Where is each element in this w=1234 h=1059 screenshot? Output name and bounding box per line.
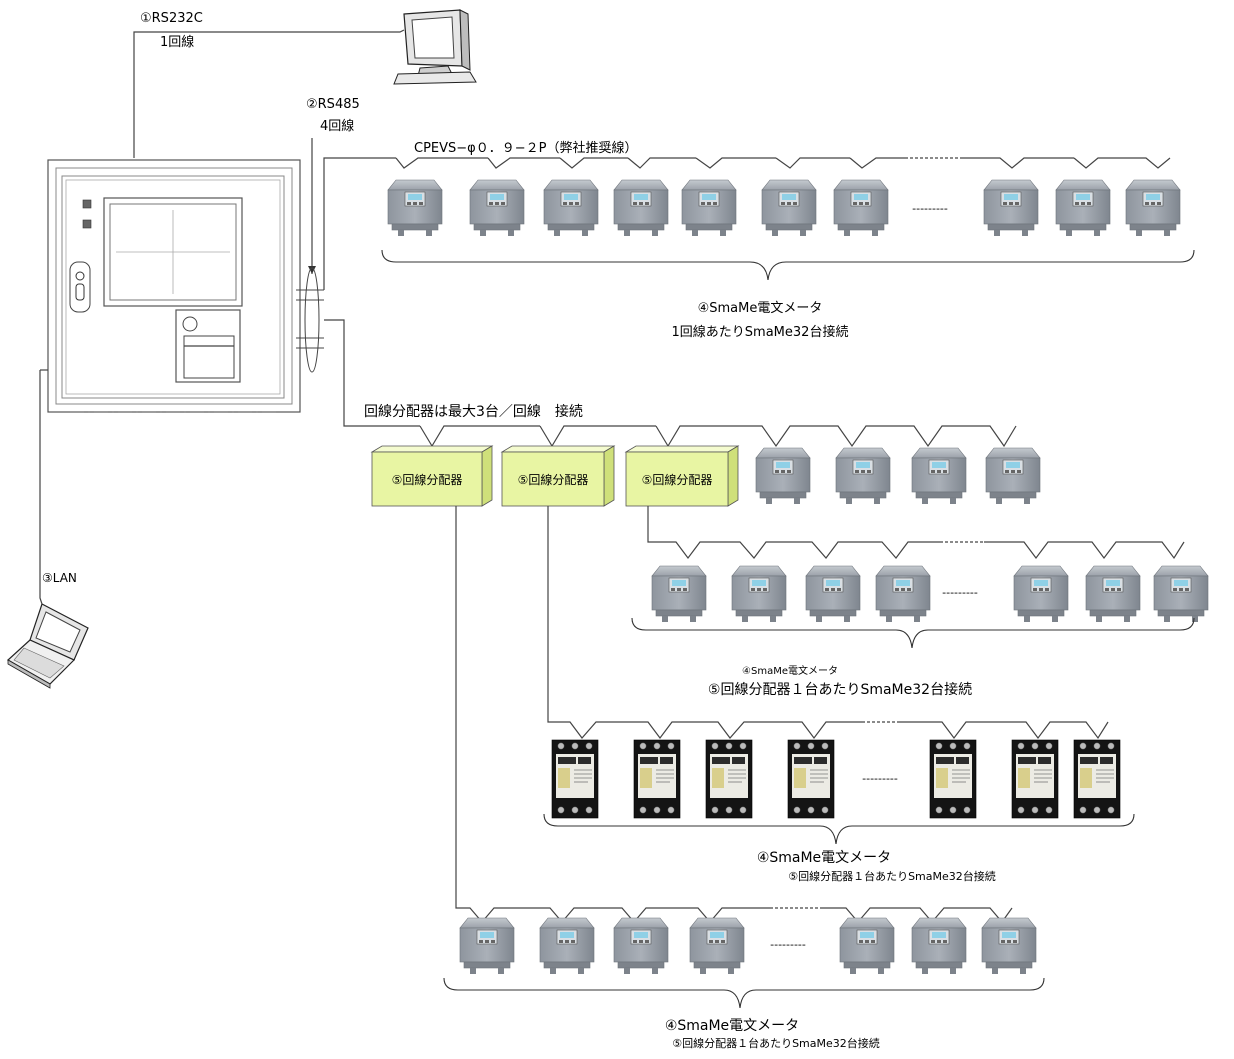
- smart-meter-icon: [875, 565, 931, 623]
- breaker-meter-icon: [929, 739, 977, 819]
- smart-meter-icon: [911, 917, 967, 975]
- smart-meter-icon: [387, 179, 443, 237]
- smart-meter-icon: [1013, 565, 1069, 623]
- breaker-meter-icon: [633, 739, 681, 819]
- meter-row-1: [387, 179, 1181, 237]
- cable-spec-label: CPEVS−φ０．９−２P（弊社推奨線）: [414, 140, 637, 156]
- meter-row-distributor-3: [651, 565, 1209, 623]
- smart-meter-icon: [613, 917, 669, 975]
- distributor-label: ⑤回線分配器: [642, 472, 713, 487]
- breaker-meter-icon: [551, 739, 599, 819]
- smart-meter-icon: [459, 917, 515, 975]
- brace-group-3: [543, 813, 1135, 845]
- rs485-label: ②RS485: [306, 97, 360, 112]
- lan-label: ③LAN: [42, 571, 77, 585]
- smart-meter-icon: [651, 565, 707, 623]
- ellipsis: ---------: [770, 938, 806, 951]
- breaker-meter-icon: [1011, 739, 1059, 819]
- smart-meter-icon: [1125, 179, 1181, 237]
- meter-group-4-subtitle: ⑤回線分配器１台あたりSmaMe32台接続: [672, 1036, 880, 1050]
- distributor-note: 回線分配器は最大3台／回線 接続: [364, 403, 583, 420]
- smart-meter-icon: [731, 565, 787, 623]
- ellipsis: ---------: [912, 202, 948, 215]
- distributor-1: ⑤回線分配器: [370, 445, 494, 507]
- meter-group-2-subtitle: ⑤回線分配器１台あたりSmaMe32台接続: [708, 681, 972, 698]
- rs232c-lines-label: 1回線: [160, 34, 194, 50]
- meter-group-1-subtitle: 1回線あたりSmaMe32台接続: [672, 324, 849, 340]
- rs485-line-1: [323, 157, 1171, 290]
- smart-meter-icon: [689, 917, 745, 975]
- smart-meter-icon: [985, 447, 1041, 505]
- smart-meter-icon: [1153, 565, 1209, 623]
- rs485-lines-label: 4回線: [320, 118, 354, 134]
- rs232c-label: ①RS232C: [140, 11, 203, 26]
- distributor-3: ⑤回線分配器: [624, 445, 740, 507]
- distributor-label: ⑤回線分配器: [392, 472, 463, 487]
- controller-panel: [47, 159, 301, 413]
- smart-meter-icon: [911, 447, 967, 505]
- monitor-icon: [393, 9, 477, 85]
- lan-line: [39, 369, 48, 605]
- rs232c-line: [133, 29, 405, 158]
- meter-row-distributor-1: [459, 917, 1037, 975]
- smart-meter-icon: [755, 447, 811, 505]
- smart-meter-icon: [1085, 565, 1141, 623]
- distributor-2: ⑤回線分配器: [500, 445, 616, 507]
- distributor-label: ⑤回線分配器: [518, 472, 589, 487]
- brace-group-4: [443, 977, 1045, 1009]
- brace-group-1: [381, 249, 1195, 281]
- smart-meter-icon: [539, 917, 595, 975]
- smart-meter-icon: [833, 179, 889, 237]
- laptop-icon: [6, 603, 89, 689]
- smart-meter-icon: [543, 179, 599, 237]
- ellipsis: ---------: [862, 772, 898, 785]
- smart-meter-icon: [613, 179, 669, 237]
- smart-meter-icon: [1055, 179, 1111, 237]
- rs485-line-2: [324, 319, 1017, 448]
- smart-meter-icon: [469, 179, 525, 237]
- smart-meter-icon: [839, 917, 895, 975]
- meter-group-4-title: ④SmaMe電文メータ: [665, 1018, 799, 1034]
- smart-meter-icon: [983, 179, 1039, 237]
- distributor-1-line: [455, 506, 1013, 923]
- meter-row-distributor: [755, 447, 1041, 505]
- smart-meter-icon: [981, 917, 1037, 975]
- smart-meter-icon: [761, 179, 817, 237]
- meter-group-1-title: ④SmaMe電文メータ: [698, 301, 823, 316]
- breaker-meter-icon: [705, 739, 753, 819]
- brace-group-2: [631, 617, 1195, 649]
- smart-meter-icon: [835, 447, 891, 505]
- ellipsis: ---------: [942, 586, 978, 599]
- rs485-marker: [296, 138, 324, 373]
- meter-group-3-subtitle: ⑤回線分配器１台あたりSmaMe32台接続: [788, 869, 996, 883]
- meter-group-2-title: ④SmaMe電文メータ: [742, 664, 838, 677]
- distributor-2-line: [547, 506, 1109, 740]
- distributor-3-line: [647, 506, 1185, 560]
- breaker-meter-icon: [787, 739, 835, 819]
- breaker-row-distributor-2: [551, 739, 1121, 819]
- breaker-meter-icon: [1073, 739, 1121, 819]
- smart-meter-icon: [805, 565, 861, 623]
- smart-meter-icon: [681, 179, 737, 237]
- meter-group-3-title: ④SmaMe電文メータ: [757, 850, 891, 866]
